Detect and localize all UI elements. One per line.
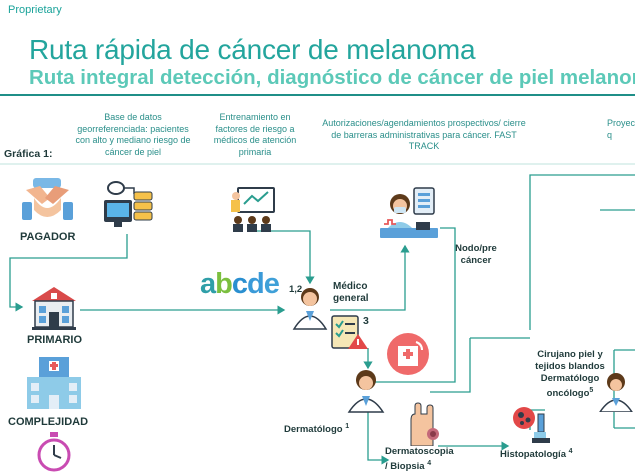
proprietary-label: Proprietary bbox=[8, 4, 62, 16]
page-title: Ruta rápida de cáncer de melanoma bbox=[29, 34, 476, 65]
page-subtitle: Ruta integral detección, diagnóstico de … bbox=[29, 66, 635, 89]
connector-hospital-right bbox=[430, 338, 471, 393]
handshake-icon bbox=[22, 178, 73, 220]
nurse-icon bbox=[380, 187, 438, 238]
connector-top-right bbox=[529, 174, 635, 330]
histopatologia-sup: 4 bbox=[568, 448, 573, 455]
cirujano-text: Cirujano piel y tejidos blandos Dermatól… bbox=[535, 349, 605, 400]
microscope-icon bbox=[513, 407, 550, 443]
cirujano-label: Cirujano piel y tejidos blandos Dermatól… bbox=[534, 349, 606, 400]
column-header-proyeccion: Proyec q bbox=[607, 118, 635, 140]
medico-general-label: Médico general bbox=[333, 281, 369, 304]
hospital-tile-icon bbox=[387, 333, 429, 375]
column-header-database: Base de datos georreferenciada: paciente… bbox=[75, 112, 191, 157]
histopatologia-label: Histopatología 4 bbox=[500, 446, 573, 461]
dermatologo-sup: 1 bbox=[345, 423, 350, 430]
column-header-fast-track: Autorizaciones/agendamientos prospectivo… bbox=[322, 118, 526, 151]
primario-label: PRIMARIO bbox=[27, 334, 82, 346]
dermatologo-label: Dermatólogo 1 bbox=[284, 421, 349, 436]
connector-dermatologo-biopsia bbox=[367, 402, 390, 465]
histopatologia-text: Histopatología bbox=[500, 449, 566, 461]
dermatoscopia-text: Dermatoscopia / Biopsia bbox=[385, 446, 454, 473]
checklist-number: 3 bbox=[363, 315, 369, 327]
hand-skin-lesion-icon bbox=[410, 402, 439, 446]
nodo-pre-cancer-label: Nodo/pre cáncer bbox=[455, 243, 497, 266]
dermatologist-icon bbox=[347, 370, 385, 413]
abcde-mnemonic: abcde bbox=[200, 268, 280, 301]
checklist-warning-icon bbox=[331, 315, 368, 349]
complejidad-label: COMPLEJIDAD bbox=[8, 416, 89, 428]
connector-pagador-primario bbox=[9, 234, 128, 312]
connector-medico-nodo bbox=[330, 244, 410, 311]
abcde-superscript: 1,2 bbox=[289, 284, 303, 295]
database-icon bbox=[104, 181, 153, 227]
header-rule bbox=[0, 94, 635, 96]
column-header-training: Entrenamiento en factores de riesgo a mé… bbox=[213, 112, 297, 157]
abcde-letter-c: c bbox=[231, 268, 248, 300]
abcde-letter-a: a bbox=[200, 268, 216, 300]
hospital-icon bbox=[27, 357, 81, 409]
doctor-icon bbox=[292, 288, 328, 330]
connector-nodo-dermatologo bbox=[372, 227, 456, 383]
training-classroom-icon bbox=[231, 187, 275, 232]
abcde-letter-e: e bbox=[263, 268, 280, 300]
clinic-building-icon bbox=[32, 287, 76, 330]
stopwatch-icon bbox=[37, 432, 71, 472]
cirujano-sup: 5 bbox=[589, 387, 594, 394]
abcde-letter-b: b bbox=[215, 268, 233, 300]
dermatoscopia-sup: 4 bbox=[427, 460, 432, 467]
surgeon-icon bbox=[599, 373, 633, 412]
dermatoscopia-label: Dermatoscopia / Biopsia 4 bbox=[385, 446, 457, 473]
grafica-label: Gráfica 1: bbox=[4, 148, 53, 160]
pagador-label: PAGADOR bbox=[20, 231, 76, 243]
dermatologo-text: Dermatólogo bbox=[284, 424, 343, 436]
abcde-letter-d: d bbox=[247, 268, 265, 300]
